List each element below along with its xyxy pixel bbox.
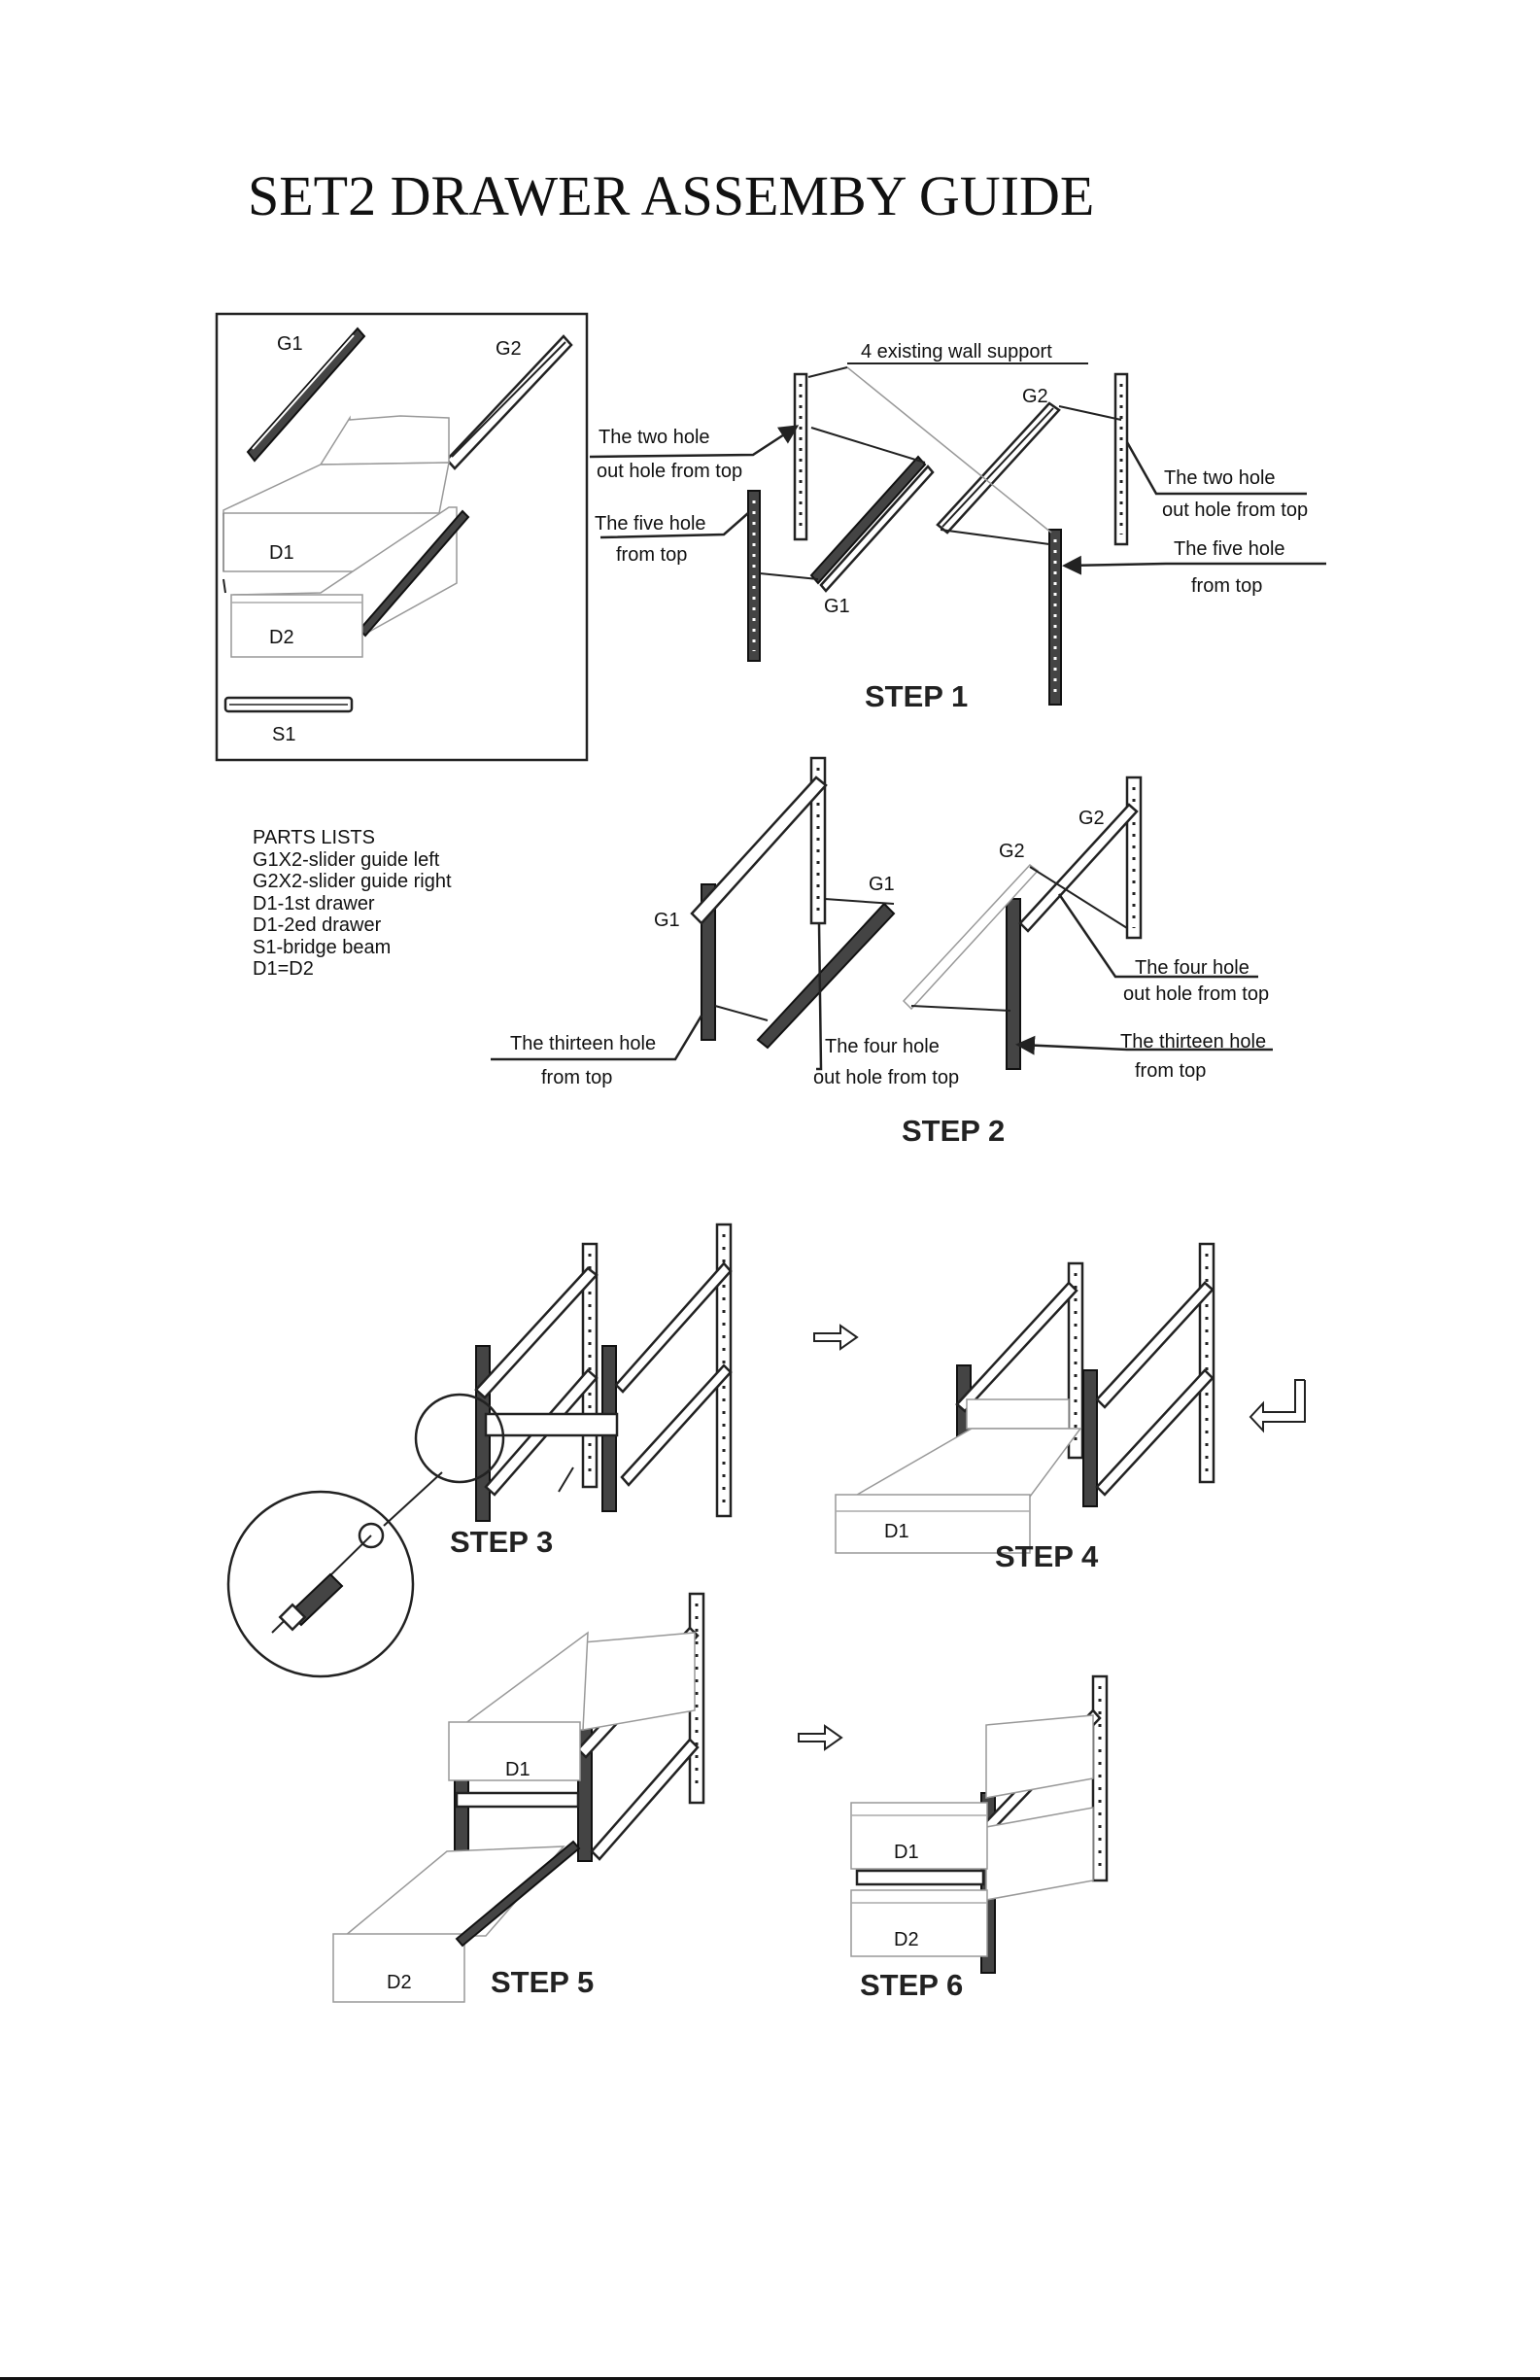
arrow-right-icon	[813, 1324, 859, 1351]
step5-d1-label: D1	[505, 1759, 530, 1780]
step2-four-mid-line2: out hole from top	[813, 1067, 959, 1088]
parts-box: G1 G2 D1 D2 S1	[215, 312, 589, 762]
step2-title: STEP 2	[902, 1114, 1005, 1148]
step2-left-front-upright	[701, 883, 716, 1041]
arrow-return-icon	[1249, 1379, 1306, 1433]
page-title: SET2 DRAWER ASSEMBY GUIDE	[248, 164, 1095, 227]
parts-list-item: D1-2ed drawer	[253, 914, 382, 936]
label-s1: S1	[272, 724, 295, 745]
step1-wall-support-front-left	[747, 490, 761, 662]
bottom-rule	[0, 2377, 1540, 2380]
step2-four-right-line2: out hole from top	[1123, 983, 1269, 1005]
step4-diagram	[835, 1242, 1215, 1554]
step1-diagram	[589, 362, 1326, 706]
step2-right-front-upright	[1006, 898, 1021, 1070]
step1-g1-rail	[809, 455, 935, 593]
part-g2-rail	[445, 334, 573, 470]
label-g1: G1	[277, 333, 303, 355]
step3-detail-ring	[414, 1393, 505, 1484]
step4-title: STEP 4	[995, 1539, 1099, 1573]
step1-left-two-hole-line1: The two hole	[599, 427, 710, 448]
step2-g1-lower-rail	[756, 902, 896, 1050]
step2-g2-right-label: G2	[1078, 808, 1105, 829]
step3-detail-magnified	[226, 1490, 415, 1678]
step4-d1-label: D1	[884, 1521, 909, 1542]
step6-diagram	[850, 1674, 1109, 1974]
parts-list-heading: PARTS LISTS	[253, 827, 375, 848]
part-d2-drawer	[222, 506, 470, 658]
label-d2: D2	[269, 627, 294, 648]
step6-d1-label: D1	[894, 1842, 919, 1863]
part-g1-rail	[246, 327, 366, 463]
step2-g1-upper-rail	[690, 776, 828, 925]
step1-right-five-hole-line1: The five hole	[1174, 538, 1285, 560]
label-d1: D1	[269, 542, 294, 564]
step1-right-two-hole-line1: The two hole	[1164, 467, 1276, 489]
step2-thirteen-left-line2: from top	[541, 1067, 612, 1088]
step3-title: STEP 3	[450, 1525, 553, 1559]
step1-g1-label: G1	[824, 596, 850, 617]
step1-wall-support-back-right	[1113, 372, 1129, 546]
parts-list-item: G2X2-slider guide right	[253, 871, 452, 892]
step1-left-five-hole-line2: from top	[616, 544, 687, 566]
step3-diagram	[226, 1223, 733, 1678]
step6-d2-label: D2	[894, 1929, 919, 1950]
step2-g2-rail	[1018, 803, 1139, 933]
step2-g2-left-label: G2	[999, 841, 1025, 862]
step2-g1-left-label: G1	[654, 910, 680, 931]
step1-g2-rail	[936, 401, 1061, 535]
step1-wall-support-label: 4 existing wall support	[861, 341, 1052, 362]
step6-title: STEP 6	[860, 1968, 963, 2002]
step1-wall-support-back-left	[793, 372, 808, 541]
step3-screw	[278, 1572, 344, 1632]
step1-wall-support-front-right	[1048, 529, 1062, 706]
parts-list-item: D1=D2	[253, 958, 314, 980]
step2-diagram	[491, 756, 1273, 1071]
step1-left-five-hole-line1: The five hole	[595, 513, 706, 535]
step3-bridge-beam	[484, 1412, 619, 1437]
step1-left-two-hole-line2: out hole from top	[597, 461, 742, 482]
step2-thirteen-right-line2: from top	[1135, 1060, 1206, 1082]
step5-d2-label: D2	[387, 1972, 412, 1993]
label-g2: G2	[496, 338, 522, 360]
step2-g1-right-label: G1	[869, 874, 895, 895]
step1-title: STEP 1	[865, 679, 968, 713]
part-s1-beam	[223, 696, 354, 713]
parts-list-item: G1X2-slider guide left	[253, 848, 440, 871]
parts-list-item: D1-1st drawer	[253, 892, 375, 914]
parts-list: PARTS LISTS G1X2-slider guide left G2X2-…	[253, 827, 452, 981]
step2-thirteen-right-line1: The thirteen hole	[1120, 1031, 1266, 1052]
step1-right-two-hole-line2: out hole from top	[1162, 500, 1308, 521]
step2-four-mid-line1: The four hole	[825, 1036, 940, 1057]
step1-g2-label: G2	[1022, 386, 1048, 407]
parts-list-item: S1-bridge beam	[253, 936, 392, 958]
step2-four-right-line1: The four hole	[1135, 957, 1249, 979]
step5-title: STEP 5	[491, 1965, 594, 1999]
step5-diagram	[332, 1592, 705, 2003]
step2-thirteen-left-line1: The thirteen hole	[510, 1033, 656, 1054]
arrow-right-icon-2	[798, 1724, 843, 1751]
step1-right-five-hole-line2: from top	[1191, 575, 1262, 597]
